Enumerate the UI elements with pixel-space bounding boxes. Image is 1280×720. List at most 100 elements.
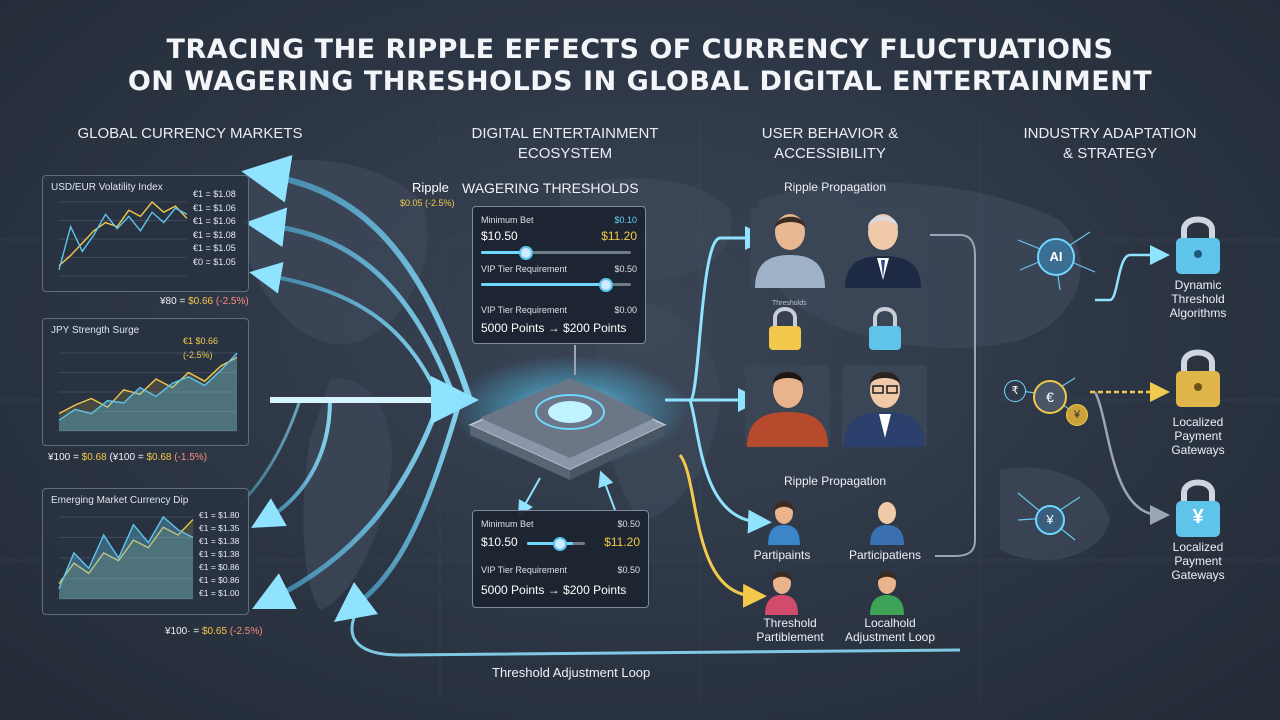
legend-item: €1 = $1.35 bbox=[199, 523, 240, 533]
vip-right-2: $0.00 bbox=[614, 305, 637, 315]
min-bet-right: $0.10 bbox=[614, 215, 637, 225]
column-heading-ecosystem: DIGITAL ENTERTAINMENT ECOSYSTEM bbox=[430, 124, 700, 164]
points-conversion: 5000 Points → $200 Points bbox=[481, 583, 627, 597]
points-conversion: 5000 Points → $200 Points bbox=[481, 321, 627, 335]
chart-caption-jpy: ¥100 = $0.68 (¥100 = $0.68 (-1.5%) bbox=[48, 452, 207, 463]
ripple-propagation-top: Ripple Propagation bbox=[783, 180, 887, 194]
lock-icon bbox=[869, 307, 901, 350]
label-line: Threshold bbox=[1171, 292, 1225, 306]
vip-label: VIP Tier Requirement bbox=[481, 565, 567, 575]
avatar-participant-b bbox=[870, 502, 904, 545]
rupee-node: ₹ bbox=[1004, 380, 1026, 402]
vip-slider[interactable] bbox=[481, 278, 631, 292]
euro-node: € bbox=[1033, 380, 1067, 414]
caption-change: (-2.5%) bbox=[227, 626, 263, 637]
yen-node-2: ¥ bbox=[1035, 505, 1065, 535]
chart-panel-usd-eur: USD/EUR Volatility Index €1 = $1.08 €1 =… bbox=[42, 175, 249, 292]
legend-item: €1 = $1.05 bbox=[193, 243, 236, 253]
avatar-user-3 bbox=[745, 365, 830, 447]
min-bet-slider[interactable] bbox=[527, 537, 585, 551]
caption-value: $0.65 bbox=[201, 626, 228, 637]
label-line: Localhold bbox=[864, 616, 916, 630]
slider-knob[interactable] bbox=[519, 246, 533, 260]
legend-item: €1 = $1.80 bbox=[199, 510, 240, 520]
wagering-box-bottom: Minimum Bet $0.50 $10.50 $11.20 VIP Tier… bbox=[472, 510, 649, 608]
threshold-adjustment-loop-label: Threshold Adjustment Loop bbox=[492, 665, 651, 680]
min-bet-slider[interactable] bbox=[481, 246, 631, 260]
local-adjustment-label: Localhold Adjustment Loop bbox=[830, 616, 950, 644]
legend-item: €1 = $1.06 bbox=[193, 216, 236, 226]
caption-value: $0.66 bbox=[188, 296, 214, 307]
wagering-heading: WAGERING THRESHOLDS bbox=[462, 180, 639, 196]
column-heading-industry: INDUSTRY ADAPTATION & STRATEGY bbox=[990, 124, 1230, 164]
ripple-propagation-bottom: Ripple Propagation bbox=[783, 474, 887, 488]
series-area bbox=[59, 517, 193, 599]
label-line: Localized bbox=[1172, 540, 1224, 554]
chart-usd-eur bbox=[58, 200, 188, 277]
avatar-participant-d bbox=[870, 571, 904, 615]
caption-change: (-1.5%) bbox=[171, 452, 208, 463]
caption-value-2: $0.68 bbox=[146, 452, 172, 463]
min-bet-label: Minimum Bet bbox=[481, 215, 534, 225]
yen-lock-icon bbox=[1176, 479, 1220, 537]
vip-label: VIP Tier Requirement bbox=[481, 264, 567, 274]
min-bet-from: $10.50 bbox=[481, 535, 518, 549]
chart-caption-usd-eur: ¥80 = $0.66 (-2.5%) bbox=[160, 296, 249, 307]
chart-panel-jpy: JPY Strength Surge €1 $0.66 (-2.5%) bbox=[42, 318, 249, 446]
caption-label: ¥80 = bbox=[160, 296, 189, 307]
chart-legend: €1 = $1.80 €1 = $1.35 €1 = $1.38 €1 = $1… bbox=[199, 509, 239, 600]
label-line: Adjustment Loop bbox=[844, 630, 936, 644]
legend-item: €1 = $1.38 bbox=[199, 549, 240, 559]
legend-item: €1 = $1.00 bbox=[199, 588, 240, 598]
label-line: Dynamic bbox=[1174, 278, 1222, 292]
series-line bbox=[58, 519, 194, 585]
participants-label-b: Participatiens bbox=[848, 548, 922, 562]
label-line: Partiblement bbox=[756, 630, 824, 644]
caption-label: ¥100· = bbox=[165, 626, 202, 637]
avatar-user-2 bbox=[842, 208, 924, 288]
column-heading-behavior-line-2: ACCESSIBILITY bbox=[774, 145, 886, 162]
min-bet-to: $11.20 bbox=[601, 229, 637, 243]
column-heading-industry-line-2: & STRATEGY bbox=[1063, 145, 1157, 162]
page-title-line-2: ON WAGERING THRESHOLDS IN GLOBAL DIGITAL… bbox=[127, 66, 1153, 97]
participants-label-a: Partipaints bbox=[753, 548, 811, 562]
chart-caption-emerging: ¥100· = $0.65 (-2.5%) bbox=[165, 626, 263, 637]
label-line: Algorithms bbox=[1169, 306, 1227, 320]
slider-knob[interactable] bbox=[553, 537, 567, 551]
label-line: Payment bbox=[1174, 554, 1222, 568]
legend-item: €1 = $1.38 bbox=[199, 536, 240, 546]
label-line: Gateways bbox=[1171, 443, 1225, 457]
slider-knob[interactable] bbox=[599, 278, 613, 292]
caption-label: ¥100 = bbox=[48, 452, 82, 463]
column-heading-industry-line-1: INDUSTRY ADAPTATION bbox=[1023, 125, 1197, 142]
caption-mid: (¥100 = bbox=[106, 452, 147, 463]
ripple-label: Ripple bbox=[412, 180, 449, 195]
series-line bbox=[58, 207, 188, 271]
chart-title: USD/EUR Volatility Index bbox=[51, 182, 163, 193]
chart-emerging bbox=[58, 515, 194, 600]
min-bet-to: $11.20 bbox=[604, 535, 640, 549]
min-bet-right: $0.50 bbox=[617, 519, 640, 529]
label-line: Gateways bbox=[1171, 568, 1225, 582]
chart-jpy bbox=[58, 352, 238, 432]
series-line bbox=[58, 515, 194, 590]
ai-node: AI bbox=[1037, 238, 1075, 276]
payment-gateway-lock-icon bbox=[1176, 349, 1220, 407]
dynamic-threshold-lock-icon bbox=[1176, 216, 1220, 274]
yen-glyph: ¥ bbox=[1192, 506, 1204, 528]
avatar-user-4 bbox=[842, 365, 927, 447]
avatar-user-1 bbox=[750, 208, 830, 288]
people-illustrations bbox=[745, 208, 927, 615]
legend-item: €0 = $1.05 bbox=[193, 256, 236, 267]
threshold-participant-label: Threshold Partiblement bbox=[740, 616, 840, 644]
vip-right: $0.50 bbox=[614, 264, 637, 274]
legend-item: €1 = $0.86 bbox=[199, 562, 240, 572]
strategy-localized-payment-label: Localized Payment Gateways bbox=[1150, 415, 1246, 457]
strategy-dynamic-threshold-label: Dynamic Threshold Algorithms bbox=[1150, 278, 1246, 320]
label-line: Localized bbox=[1172, 415, 1224, 429]
chart-title: Emerging Market Currency Dip bbox=[51, 495, 189, 506]
caption-value: $0.68 bbox=[81, 452, 107, 463]
chart-title: JPY Strength Surge bbox=[51, 325, 140, 336]
series-line bbox=[58, 356, 238, 415]
column-heading-behavior: USER BEHAVIOR & ACCESSIBILITY bbox=[730, 124, 930, 164]
